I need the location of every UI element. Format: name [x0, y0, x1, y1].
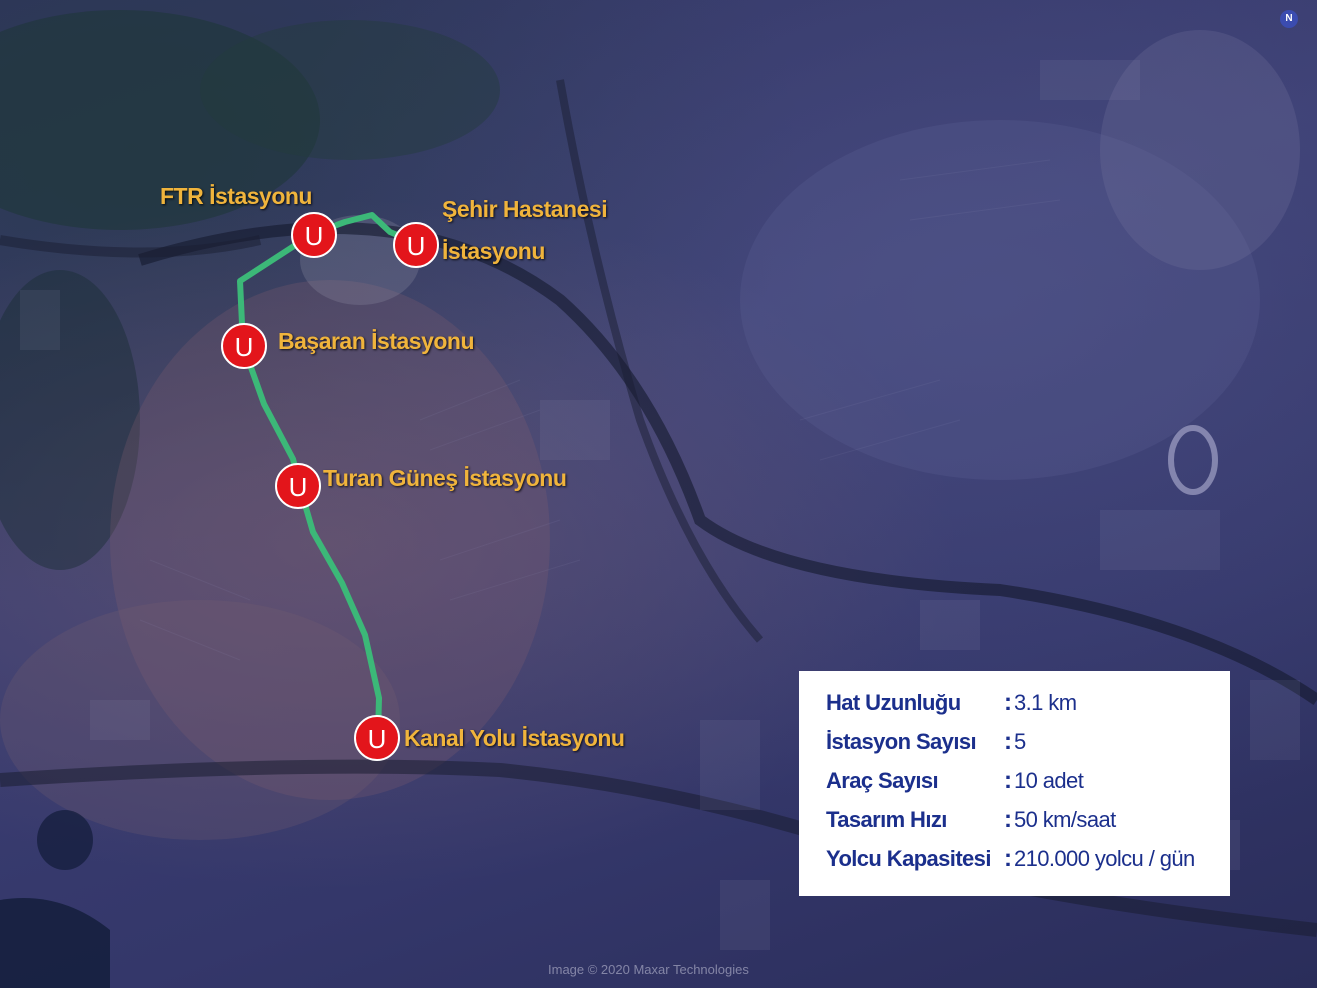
station-marker-sehir-hastanesi[interactable]: U	[393, 222, 439, 268]
info-row-design-speed: Tasarım Hızı : 50 km/saat	[826, 806, 1116, 833]
station-marker-ftr[interactable]: U	[291, 212, 337, 258]
info-row-station-count: İstasyon Sayısı : 5	[826, 728, 1026, 755]
station-marker-letter: U	[305, 221, 324, 251]
station-marker-basaran[interactable]: U	[221, 323, 267, 369]
tram-route-line	[237, 212, 420, 738]
station-label-kanal-yolu: Kanal Yolu İstasyonu	[404, 725, 625, 751]
info-key: Tasarım Hızı	[826, 807, 947, 832]
station-label-basaran: Başaran İstasyonu	[278, 328, 475, 354]
info-key: Yolcu Kapasitesi	[826, 846, 991, 871]
info-value: 5	[1014, 729, 1026, 754]
north-arrow-icon[interactable]: N	[1280, 10, 1298, 28]
station-marker-turan-gunes[interactable]: U	[275, 463, 321, 509]
info-key: Hat Uzunluğu	[826, 690, 961, 715]
info-value: 3.1 km	[1014, 690, 1077, 715]
station-marker-letter: U	[407, 231, 426, 261]
station-marker-letter: U	[235, 332, 254, 362]
info-row-vehicle-count: Araç Sayısı : 10 adet	[826, 767, 1084, 794]
station-label-sehir-hastanesi-line2: İstasyonu	[442, 238, 545, 264]
station-marker-kanal-yolu[interactable]: U	[354, 715, 400, 761]
info-value: 10 adet	[1014, 768, 1084, 793]
imagery-credit: Image © 2020 Maxar Technologies	[548, 962, 749, 977]
info-value: 210.000 yolcu / gün	[1014, 846, 1195, 871]
station-label-sehir-hastanesi-line1: Şehir Hastanesi	[442, 196, 608, 222]
station-label-turan-gunes: Turan Güneş İstasyonu	[323, 465, 567, 491]
info-key: Araç Sayısı	[826, 768, 939, 793]
station-label-ftr: FTR İstasyonu	[160, 183, 312, 209]
info-row-line-length: Hat Uzunluğu : 3.1 km	[826, 689, 1077, 716]
info-value: 50 km/saat	[1014, 807, 1116, 832]
info-key: İstasyon Sayısı	[826, 729, 977, 754]
info-row-passenger-capacity: Yolcu Kapasitesi : 210.000 yolcu / gün	[826, 845, 1195, 872]
line-info-panel: Hat Uzunluğu : 3.1 km İstasyon Sayısı : …	[799, 671, 1230, 896]
station-marker-letter: U	[289, 472, 308, 502]
station-marker-letter: U	[368, 724, 387, 754]
